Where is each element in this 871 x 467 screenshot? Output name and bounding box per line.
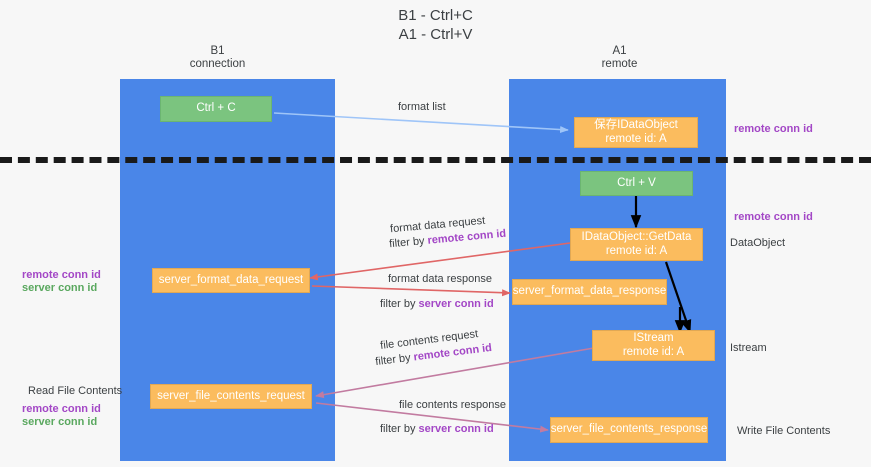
annotation-left-server-conn-id: server conn id — [22, 282, 98, 294]
node-idataobject-getdata[interactable]: IDataObject::GetData remote id: A — [570, 228, 703, 261]
annotation-read-file-contents: Read File Contents — [28, 385, 123, 397]
filter-prefix: filter by — [380, 298, 419, 310]
node-save-idataobject-line1: 保存IDataObject — [594, 119, 678, 131]
node-server-file-contents-request[interactable]: server_file_contents_request — [150, 384, 312, 409]
annotation-left-remote-conn-id-2: remote conn id — [22, 403, 101, 415]
annotation-left-remote-conn-id: remote conn id — [22, 269, 101, 281]
edge-label-format-list: format list — [398, 101, 446, 113]
page-title: B1 - Ctrl+C A1 - Ctrl+V — [398, 7, 473, 43]
node-ctrl-v-label: Ctrl + V — [617, 176, 656, 189]
edge-format-data-response — [311, 285, 511, 297]
node-getdata-line2: remote id: A — [605, 244, 668, 257]
edge-format-list — [273, 112, 569, 134]
edge-format-data-request — [309, 242, 571, 281]
edge-file-contents-response — [315, 402, 549, 433]
node-server-format-data-response-label: server_format_data_response — [512, 285, 667, 298]
node-server-format-data-response[interactable]: server_format_data_response — [512, 279, 667, 305]
annotation-remote-conn-id-top: remote conn id — [734, 123, 813, 135]
annotation-write-file-contents: Write File Contents — [737, 425, 831, 437]
node-server-file-contents-response[interactable]: server_file_contents_response — [550, 417, 708, 443]
edge-label-filter-server-1: filter by server conn id — [380, 298, 494, 311]
filter-prefix: filter by — [380, 423, 419, 435]
node-getdata-line1: IDataObject::GetData — [581, 231, 692, 243]
node-istream[interactable]: IStream remote id: A — [592, 330, 715, 361]
node-ctrl-c[interactable]: Ctrl + C — [160, 96, 272, 122]
node-ctrl-v[interactable]: Ctrl + V — [580, 171, 693, 196]
edge-label-format-data-response: format data response — [388, 273, 492, 285]
node-server-format-data-request-label: server_format_data_request — [158, 273, 304, 286]
annotation-remote-conn-id-mid: remote conn id — [734, 211, 813, 223]
annotation-istream: Istream — [730, 342, 767, 354]
annotation-dataobject: DataObject — [730, 237, 786, 249]
edge-label-filter-server-2: filter by server conn id — [380, 423, 494, 436]
edge-label-file-contents-response: file contents response — [399, 399, 507, 411]
filter-key-server-conn-id: server conn id — [418, 298, 494, 310]
lane-header-b1: B1 connection — [189, 45, 246, 70]
node-server-file-contents-request-label: server_file_contents_request — [157, 389, 305, 402]
node-server-file-contents-response-label: server_file_contents_response — [550, 423, 708, 436]
edge-getdata-istream — [664, 261, 692, 334]
node-server-format-data-request[interactable]: server_format_data_request — [152, 268, 310, 293]
node-istream-line2: remote id: A — [622, 345, 685, 358]
node-ctrl-c-label: Ctrl + C — [196, 102, 236, 115]
filter-key-server-conn-id: server conn id — [418, 423, 494, 435]
node-save-idataobject-line2: remote id: A — [605, 132, 667, 145]
node-istream-line1: IStream — [633, 332, 674, 344]
lane-header-a1: A1 remote — [601, 45, 638, 70]
node-save-idataobject[interactable]: 保存IDataObject remote id: A — [574, 117, 698, 148]
annotation-left-server-conn-id-2: server conn id — [22, 416, 98, 428]
edge-file-contents-request — [315, 347, 595, 399]
filter-prefix: filter by — [388, 234, 429, 251]
section-divider — [0, 157, 871, 163]
